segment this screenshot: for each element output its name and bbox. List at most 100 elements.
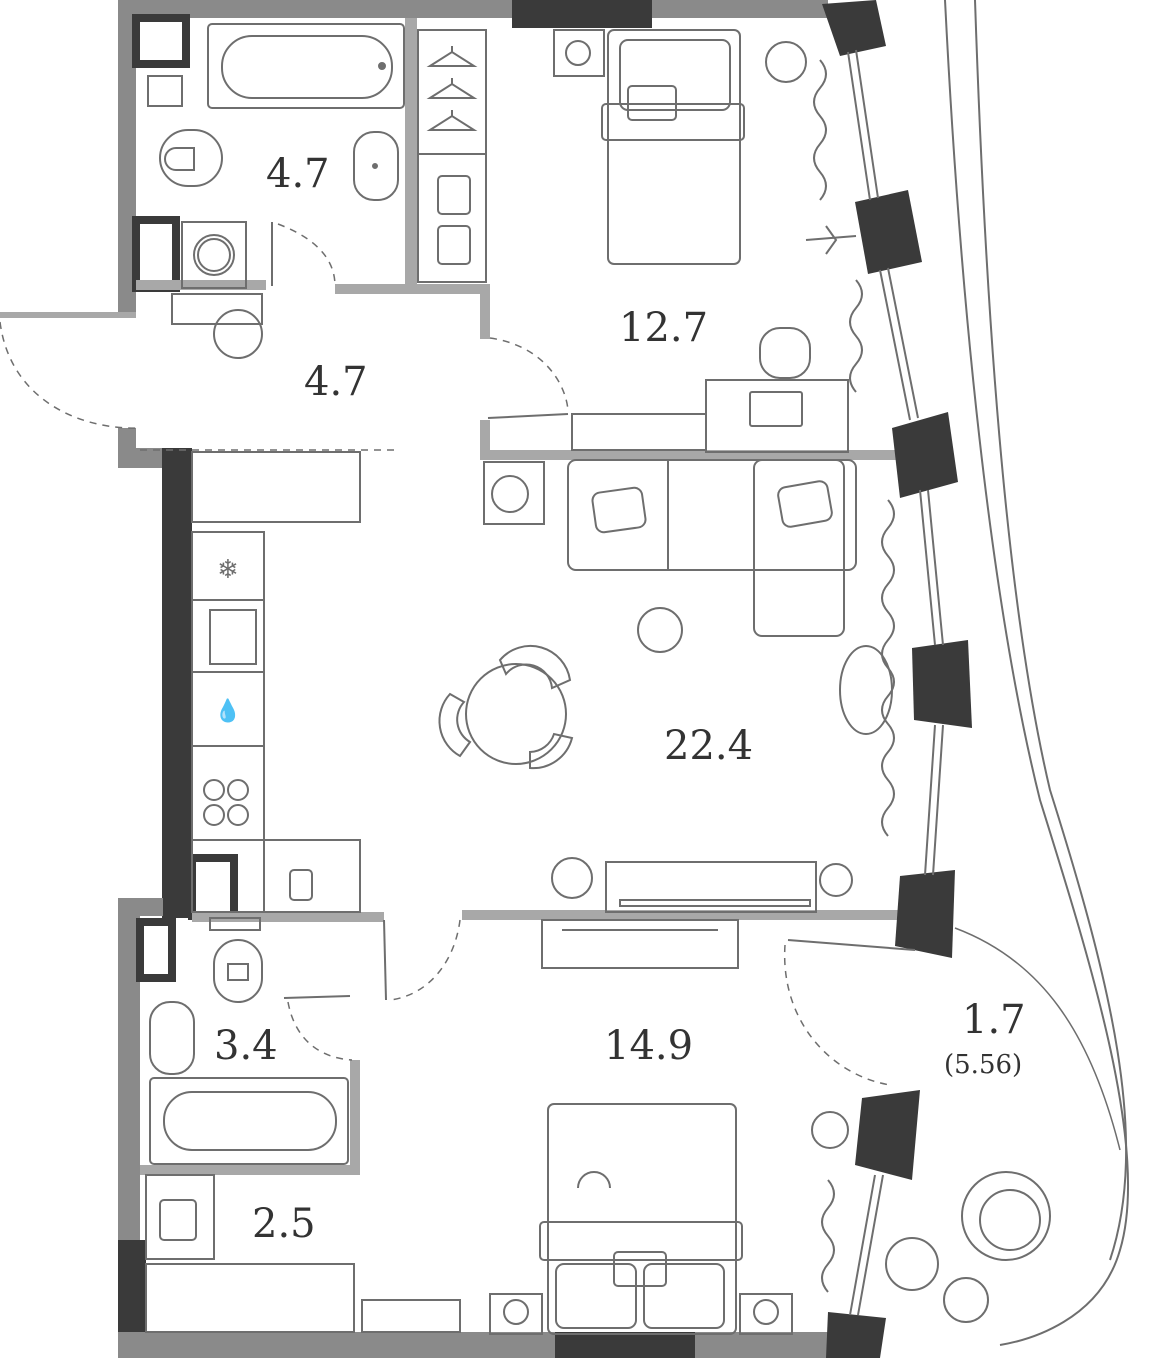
sink-bottom (149, 1001, 195, 1075)
partition-living-top-a (480, 420, 490, 460)
tv-stand (605, 861, 817, 913)
door-balcony-leaf (787, 939, 916, 951)
wall-top (118, 0, 828, 18)
wall-left-niche-2 (188, 854, 238, 920)
wall-left-block (132, 14, 190, 68)
partition-bedroom-left (480, 284, 490, 339)
partition-bedroom2-top (462, 910, 902, 920)
area-bathroom-bottom: 3.4 (214, 1023, 278, 1069)
facade-windows (822, 0, 972, 1358)
partition-kitchen-bottom (192, 912, 384, 922)
area-wardrobe: 2.5 (252, 1201, 316, 1247)
folded-shirt (437, 225, 471, 265)
door-bath2-swing (287, 1001, 353, 1061)
door-balcony-swing (783, 944, 891, 1086)
wall-left-main (162, 448, 192, 918)
washing-machine-top (181, 221, 247, 289)
hall-shelf (171, 293, 263, 325)
window-pillar-4 (912, 640, 972, 728)
nightstand-bottom-2 (739, 1293, 793, 1335)
window-pillar-6 (855, 1090, 920, 1180)
area-balcony-full: (5.56) (944, 1050, 1023, 1080)
curtain (881, 499, 895, 837)
water-drops-icon: 💧 (214, 698, 241, 724)
hanger (426, 46, 478, 67)
nightstand-bottom (489, 1293, 543, 1335)
window-pillar-7 (826, 1312, 886, 1358)
area-hallway: 4.7 (304, 359, 368, 405)
kitchen-counter (191, 531, 265, 913)
terrace-outline (944, 0, 1130, 1346)
door-bedroom-swing (489, 337, 569, 411)
wall-left-lower (118, 898, 140, 1243)
plant-icon (811, 1111, 849, 1149)
area-balcony: 1.7 (962, 997, 1026, 1043)
bathtub-top-inner (221, 35, 393, 99)
wall-left-stub-b (118, 448, 163, 468)
area-bathroom-top: 4.7 (266, 151, 330, 197)
wall-left-lower-top (118, 898, 163, 916)
area-bedroom-bottom: 14.9 (604, 1023, 694, 1069)
boiler-box-2 (209, 917, 261, 931)
balcony-edge (954, 927, 1121, 1151)
chair-top (759, 327, 811, 379)
curtain (821, 1179, 835, 1293)
wall-left-niche-3 (136, 918, 176, 982)
furniture (145, 23, 1051, 1335)
balcony-chair (961, 1171, 1051, 1261)
window-pillar-3 (892, 412, 958, 498)
plant-icon (885, 1237, 939, 1291)
chair (529, 732, 574, 770)
toilet-top (159, 129, 223, 187)
partition-living-top-b (480, 450, 900, 460)
hanger (426, 78, 478, 99)
wardrobe-bottom (145, 1174, 215, 1260)
partition-bath2-bottom (140, 1165, 360, 1175)
chair (438, 692, 472, 758)
window-glazing (847, 49, 944, 1316)
hanger (426, 110, 478, 131)
sink-top (353, 131, 399, 201)
plant-icon (765, 41, 807, 83)
bookshelf (571, 413, 707, 451)
headphones-icon (577, 1171, 611, 1189)
partition-bath-bottom-a (136, 280, 266, 290)
cushion (591, 486, 647, 534)
laptop (749, 391, 803, 427)
partition-top-bath-right (405, 18, 417, 288)
curtain (849, 279, 863, 393)
rug-dog (839, 645, 893, 735)
sofa (567, 459, 857, 571)
plant-icon (943, 1277, 989, 1323)
chair (498, 644, 572, 690)
wall-top-window (512, 0, 652, 28)
partition-bath-bottom-b (335, 284, 485, 294)
kettle (289, 869, 313, 901)
dining-table (465, 663, 567, 765)
terrace-outline-inner (974, 0, 1128, 1261)
nightstand (553, 29, 605, 77)
plant-icon (551, 857, 593, 899)
boiler-box (147, 75, 183, 107)
wall-left-upper (118, 0, 136, 312)
plants (551, 41, 989, 1323)
cushion (777, 480, 833, 528)
walls (0, 0, 902, 1358)
window-pillar-5 (895, 870, 955, 958)
area-bedroom-top: 12.7 (619, 305, 709, 351)
entry-door-leaf (0, 312, 136, 318)
airplane-icon (805, 225, 857, 255)
partition-bath2-right (350, 1060, 360, 1170)
window-pillar-1 (822, 0, 886, 56)
toilet-bottom (213, 939, 263, 1003)
kitchen-sink (209, 609, 257, 665)
bathtub-bottom (149, 1077, 349, 1165)
wardrobe-hall (191, 451, 361, 523)
wall-bottom-window (555, 1332, 695, 1358)
curtain (813, 59, 827, 201)
door-bath-swing (277, 223, 336, 287)
pouf (637, 607, 683, 653)
door-bedroom-leaf (487, 413, 569, 419)
door-bedroom2-swing (389, 919, 461, 1001)
